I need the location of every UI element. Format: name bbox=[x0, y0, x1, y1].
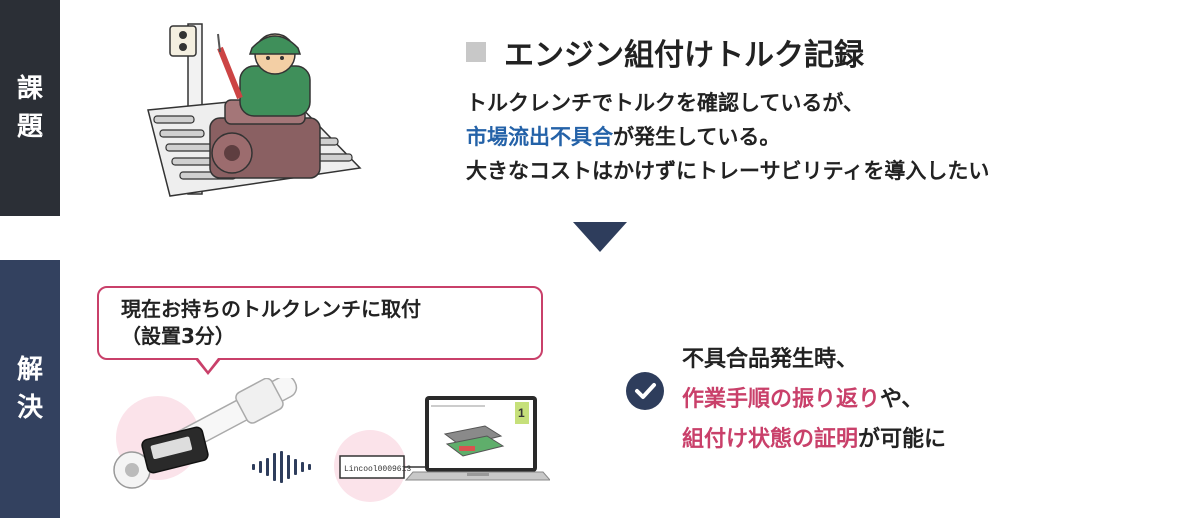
result-text: 不具合品発生時、 作業手順の振り返りや、 組付け状態の証明が可能に bbox=[682, 340, 946, 460]
result-highlight-1: 作業手順の振り返り bbox=[682, 387, 881, 412]
torque-wrench-illustration bbox=[113, 378, 298, 489]
title-square-icon bbox=[466, 42, 486, 62]
bubble-tail-inner bbox=[198, 358, 218, 371]
problem-line-3: 大きなコストはかけずにトレーサビリティを導入したい bbox=[466, 159, 990, 183]
solution-tab: 解 決 bbox=[0, 260, 60, 518]
check-icon bbox=[626, 372, 664, 410]
speech-bubble: 現在お持ちのトルクレンチに取付 （設置3分） bbox=[97, 286, 543, 375]
problem-tab: 課 題 bbox=[0, 0, 60, 216]
problem-line-1: トルクレンチでトルクを確認しているが、 bbox=[466, 91, 864, 115]
laptop-counter: 1 bbox=[518, 406, 525, 420]
receiver-illustration: Lincool0009613 bbox=[334, 430, 426, 502]
result-line-2-rest: や、 bbox=[880, 387, 924, 412]
problem-title-text: エンジン組付けトルク記録 bbox=[504, 38, 864, 73]
problem-highlight: 市場流出不具合 bbox=[466, 125, 613, 149]
result-line-3-rest: が可能に bbox=[858, 427, 947, 452]
receiver-label: Lincool0009613 bbox=[344, 465, 411, 474]
solution-tab-char-1: 解 bbox=[16, 355, 43, 385]
result-line-1: 不具合品発生時、 bbox=[682, 347, 859, 372]
result-line-3: 組付け状態の証明が可能に bbox=[682, 420, 946, 460]
worker-illustration bbox=[147, 23, 362, 197]
problem-tab-char-2: 題 bbox=[16, 112, 43, 142]
arrow-down-icon bbox=[573, 222, 627, 252]
problem-line-2: 市場流出不具合が発生している。 bbox=[466, 120, 989, 154]
laptop-illustration: 1 bbox=[405, 396, 550, 481]
result-highlight-2: 組付け状態の証明 bbox=[682, 427, 859, 452]
bubble-text: 現在お持ちのトルクレンチに取付 （設置3分） bbox=[121, 296, 421, 350]
solution-tab-char-2: 決 bbox=[16, 393, 43, 423]
bubble-line-1: 現在お持ちのトルクレンチに取付 bbox=[121, 297, 421, 321]
problem-description: トルクレンチでトルクを確認しているが、 市場流出不具合が発生している。 大きなコ… bbox=[466, 86, 989, 188]
problem-title: エンジン組付けトルク記録 bbox=[466, 30, 864, 74]
problem-line-2-rest: が発生している。 bbox=[613, 125, 781, 149]
result-line-2: 作業手順の振り返りや、 bbox=[682, 380, 946, 420]
wireless-signal-icon bbox=[252, 451, 311, 483]
problem-tab-char-1: 課 bbox=[16, 74, 43, 104]
bubble-line-2: （設置3分） bbox=[121, 324, 235, 348]
